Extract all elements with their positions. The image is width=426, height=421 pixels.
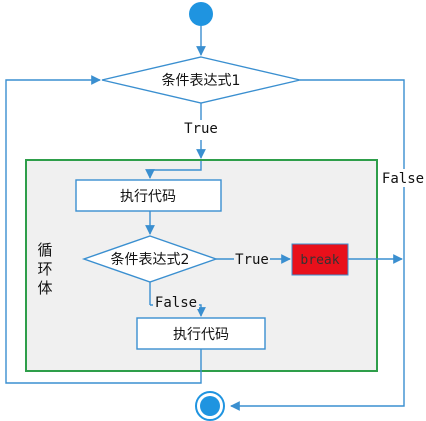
arrow-loop-back (5, 75, 202, 384)
end-node-core (200, 396, 220, 416)
label-false-inner: False (155, 295, 197, 311)
label-true-inner: True (235, 252, 269, 268)
loop-label-1: 循 (37, 241, 52, 259)
exec-2-text: 执行代码 (173, 327, 229, 343)
exec-1-text: 执行代码 (120, 189, 176, 205)
condition-2-text: 条件表达式2 (111, 251, 190, 268)
label-false-outer: False (382, 171, 424, 187)
condition-1-text: 条件表达式1 (162, 72, 241, 89)
break-text: break (300, 253, 339, 268)
start-node (189, 2, 213, 26)
exec-1-box (75, 179, 222, 212)
loop-label-2: 环 (37, 260, 52, 278)
label-false-inner-bg (153, 293, 199, 309)
label-false-outer-bg (380, 169, 426, 187)
loop-label-3: 体 (37, 279, 52, 297)
break-box (291, 243, 349, 276)
arrow-cond1-false (230, 79, 405, 411)
label-true-outer: True (184, 121, 218, 137)
arrow-into-exec1 (145, 161, 202, 179)
label-true-inner-bg (234, 250, 270, 266)
